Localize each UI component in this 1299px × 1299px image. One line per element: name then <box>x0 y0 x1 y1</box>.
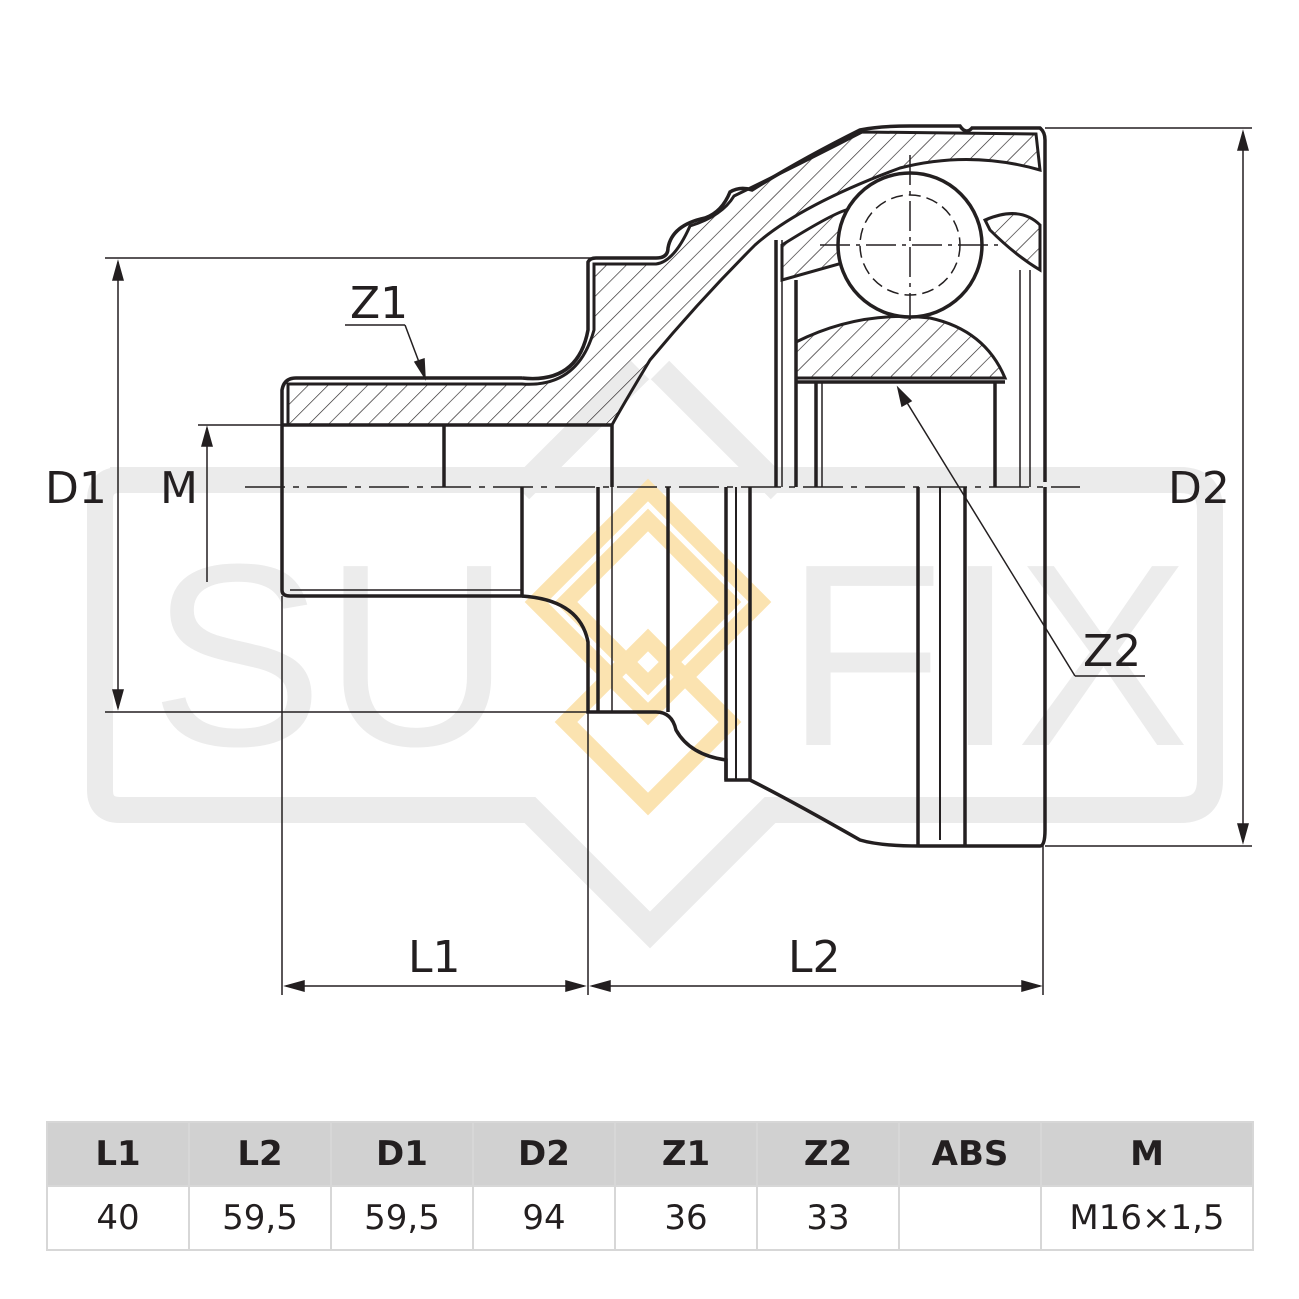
header-l2: L2 <box>188 1121 332 1187</box>
hatched-sections <box>286 130 1042 427</box>
label-z1: Z1 <box>350 278 408 329</box>
value-abs <box>898 1185 1042 1251</box>
value-l2: 59,5 <box>188 1185 332 1251</box>
ball-bearing <box>820 155 1000 320</box>
spec-table: L1 L2 D1 D2 Z1 Z2 ABS M 40 59,5 59,5 94 … <box>46 1121 1254 1251</box>
header-m: M <box>1040 1121 1254 1187</box>
label-d1: D1 <box>45 463 107 514</box>
watermark: SU FIX <box>87 360 1223 949</box>
header-z1: Z1 <box>614 1121 758 1187</box>
header-l1: L1 <box>46 1121 190 1187</box>
label-z2: Z2 <box>1083 626 1141 677</box>
header-d1: D1 <box>330 1121 474 1187</box>
dimension-lines <box>105 127 1252 995</box>
watermark-logo-diamond <box>524 478 772 816</box>
label-m: M <box>160 463 198 514</box>
header-abs: ABS <box>898 1121 1042 1187</box>
cv-joint-drawing: SU FIX <box>45 124 1252 995</box>
value-l1: 40 <box>46 1185 190 1251</box>
value-d2: 94 <box>472 1185 616 1251</box>
label-l1: L1 <box>408 932 461 983</box>
watermark-text-right: FIX <box>785 511 1189 801</box>
label-l2: L2 <box>788 932 841 983</box>
header-d2: D2 <box>472 1121 616 1187</box>
value-z2: 33 <box>756 1185 900 1251</box>
value-z1: 36 <box>614 1185 758 1251</box>
watermark-text-left: SU <box>150 511 511 801</box>
table-row: 40 59,5 59,5 94 36 33 M16×1,5 <box>46 1185 1254 1251</box>
label-d2: D2 <box>1168 463 1230 514</box>
value-m: M16×1,5 <box>1040 1185 1254 1251</box>
table-header-row: L1 L2 D1 D2 Z1 Z2 ABS M <box>46 1121 1254 1187</box>
value-d1: 59,5 <box>330 1185 474 1251</box>
header-z2: Z2 <box>756 1121 900 1187</box>
